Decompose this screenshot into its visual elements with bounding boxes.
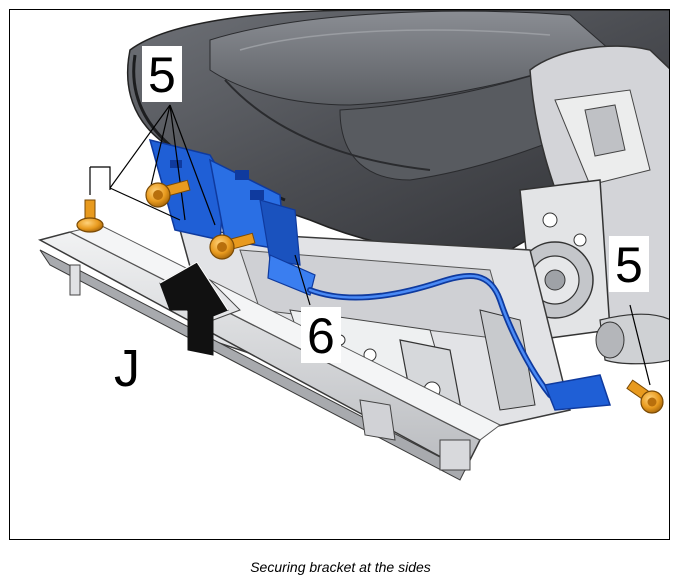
seat-rail <box>37 224 501 481</box>
callout-screw-left: 5 <box>142 46 182 102</box>
screw-icon <box>626 379 664 414</box>
figure-caption: Securing bracket at the sides <box>250 559 431 575</box>
screw-icon <box>209 232 256 260</box>
screw-icon <box>76 199 104 233</box>
callout-screw-right: 5 <box>609 236 649 292</box>
seat-bracket-illustration <box>37 10 669 481</box>
screw-icon <box>145 179 191 208</box>
leader-lines <box>89 104 651 386</box>
figure-frame: 5 5 6 J <box>9 9 670 540</box>
view-arrow-icon <box>159 261 229 356</box>
view-direction-label: J <box>114 340 140 398</box>
callout-bracket: 6 <box>301 307 341 363</box>
